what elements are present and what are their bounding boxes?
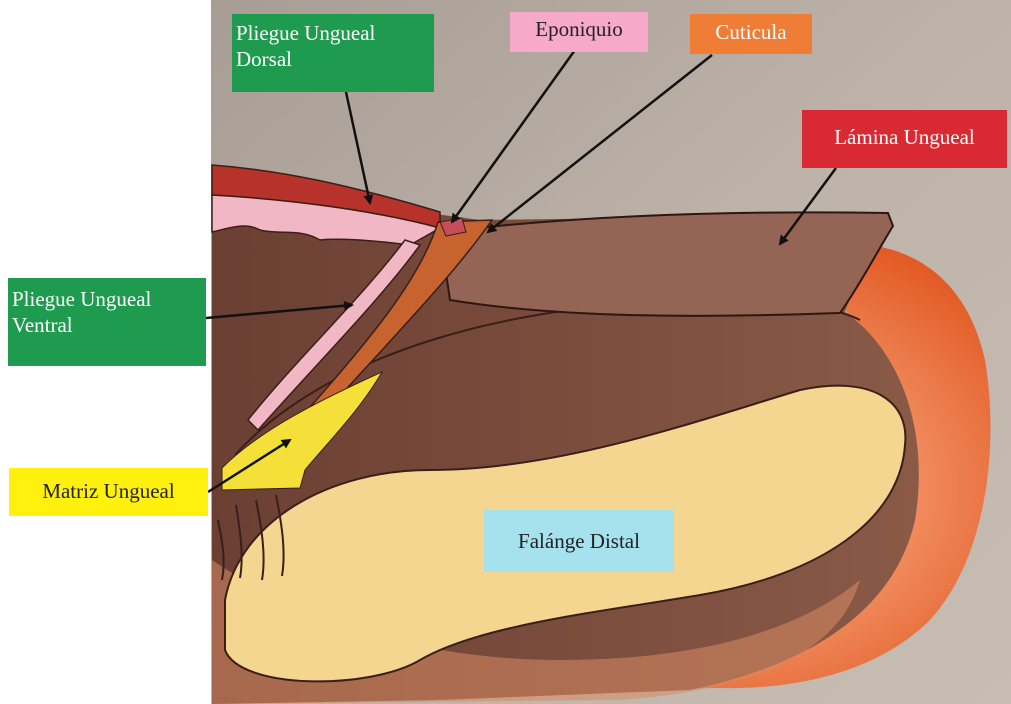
label-lamina-ungueal: Lámina Ungueal xyxy=(802,110,1007,168)
label-matriz-ungueal: Matriz Ungueal xyxy=(9,468,208,516)
label-cuticula: Cuticula xyxy=(690,14,812,54)
label-pliegue-ungueal-ventral: Pliegue Ungueal Ventral xyxy=(8,278,206,366)
label-eponiquio: Eponiquio xyxy=(510,12,648,52)
label-falange-distal: Falánge Distal xyxy=(484,510,674,572)
label-pliegue-ungueal-dorsal: Pliegue Ungueal Dorsal xyxy=(232,14,434,92)
nail-plate xyxy=(440,212,893,315)
